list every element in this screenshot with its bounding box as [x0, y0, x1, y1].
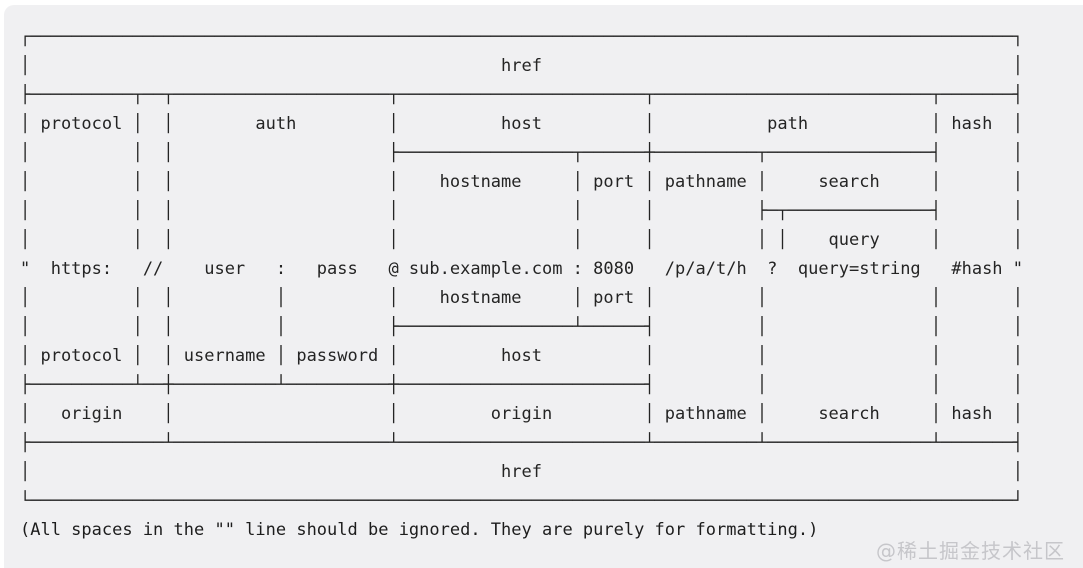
juejin-community-watermark: @稀土掘金技术社区 [876, 539, 1065, 563]
formatting-note: (All spaces in the "" line should be ign… [20, 520, 819, 540]
url-structure-ascii-diagram: ┌───────────────────────────────────────… [20, 27, 1024, 511]
diagram-panel: ┌───────────────────────────────────────… [4, 5, 1083, 568]
url-diagram-container: ┌───────────────────────────────────────… [20, 23, 1023, 545]
